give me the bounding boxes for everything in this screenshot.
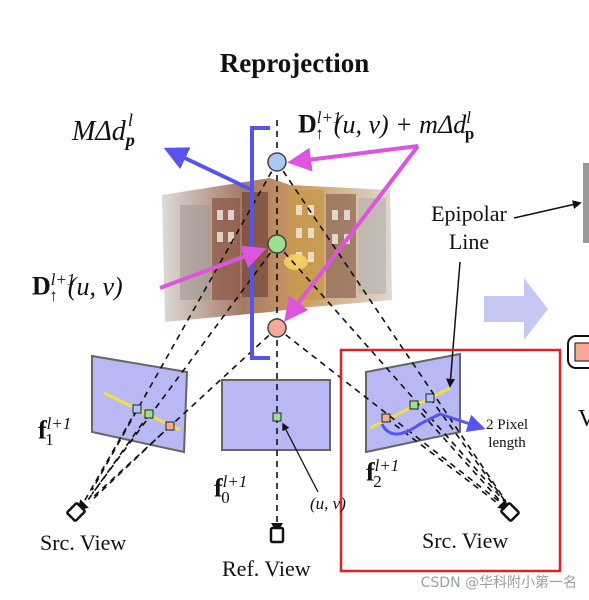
label-f2: fl+12 xyxy=(366,456,400,491)
diagram-title: Reprojection xyxy=(219,48,370,78)
cut-right-arrow xyxy=(484,296,524,322)
camera-left-icon xyxy=(66,499,89,522)
label-D-up-uv: Dl+1↑(u, v) xyxy=(32,270,123,305)
proj-f1-salmon xyxy=(165,421,175,431)
uv-pointer xyxy=(282,422,319,493)
highlight-box xyxy=(339,348,562,573)
label-two-pixel-length: 2 Pixel length xyxy=(486,417,529,451)
arrow-from-left-label xyxy=(159,245,267,290)
proj-f2-blue xyxy=(425,393,435,403)
proj-f2-green xyxy=(409,400,419,410)
arrow-to-upper-point xyxy=(287,144,419,172)
proj-f1-blue xyxy=(132,404,142,414)
label-uv: (u, v) xyxy=(310,494,346,513)
label-src-view-right: Src. View xyxy=(422,528,509,553)
proj-f1-green xyxy=(144,409,154,419)
point-middle xyxy=(267,234,287,254)
label-cut-right: V xyxy=(578,406,589,432)
label-ref-view: Ref. View xyxy=(222,556,311,581)
label-src-view-left: Src. View xyxy=(40,530,127,555)
point-upper xyxy=(267,152,287,172)
cut-right-panel xyxy=(583,163,589,243)
building-photo xyxy=(162,178,392,322)
cut-right-arrowhead xyxy=(524,278,548,340)
camera-ref-icon xyxy=(269,523,285,544)
plane-f1 xyxy=(91,354,189,454)
epipolar-pointer-right xyxy=(513,200,582,219)
point-lower xyxy=(267,318,287,338)
camera-right-icon xyxy=(497,499,520,522)
label-epipolar-line: Epipolar Line xyxy=(431,201,507,254)
arrow-to-lower-point xyxy=(284,144,420,322)
arrow-to-M-delta xyxy=(163,147,253,192)
proj-f2-salmon xyxy=(381,413,391,423)
proj-f0 xyxy=(272,412,282,422)
label-D-up-plus-m-delta: Dl+1↑(u, v) + mΔdlp xyxy=(298,108,475,143)
projection-rays xyxy=(84,120,506,525)
label-f0: fl+10 xyxy=(214,472,248,507)
epipolar-pointer xyxy=(446,261,461,388)
depth-range-bracket xyxy=(250,126,270,360)
label-M-delta-d: MΔdpl xyxy=(72,110,135,150)
two-pixel-arrow xyxy=(380,412,486,436)
label-f1: fl+11 xyxy=(38,414,72,449)
watermark: CSDN @华科附小第一名 xyxy=(420,575,577,591)
